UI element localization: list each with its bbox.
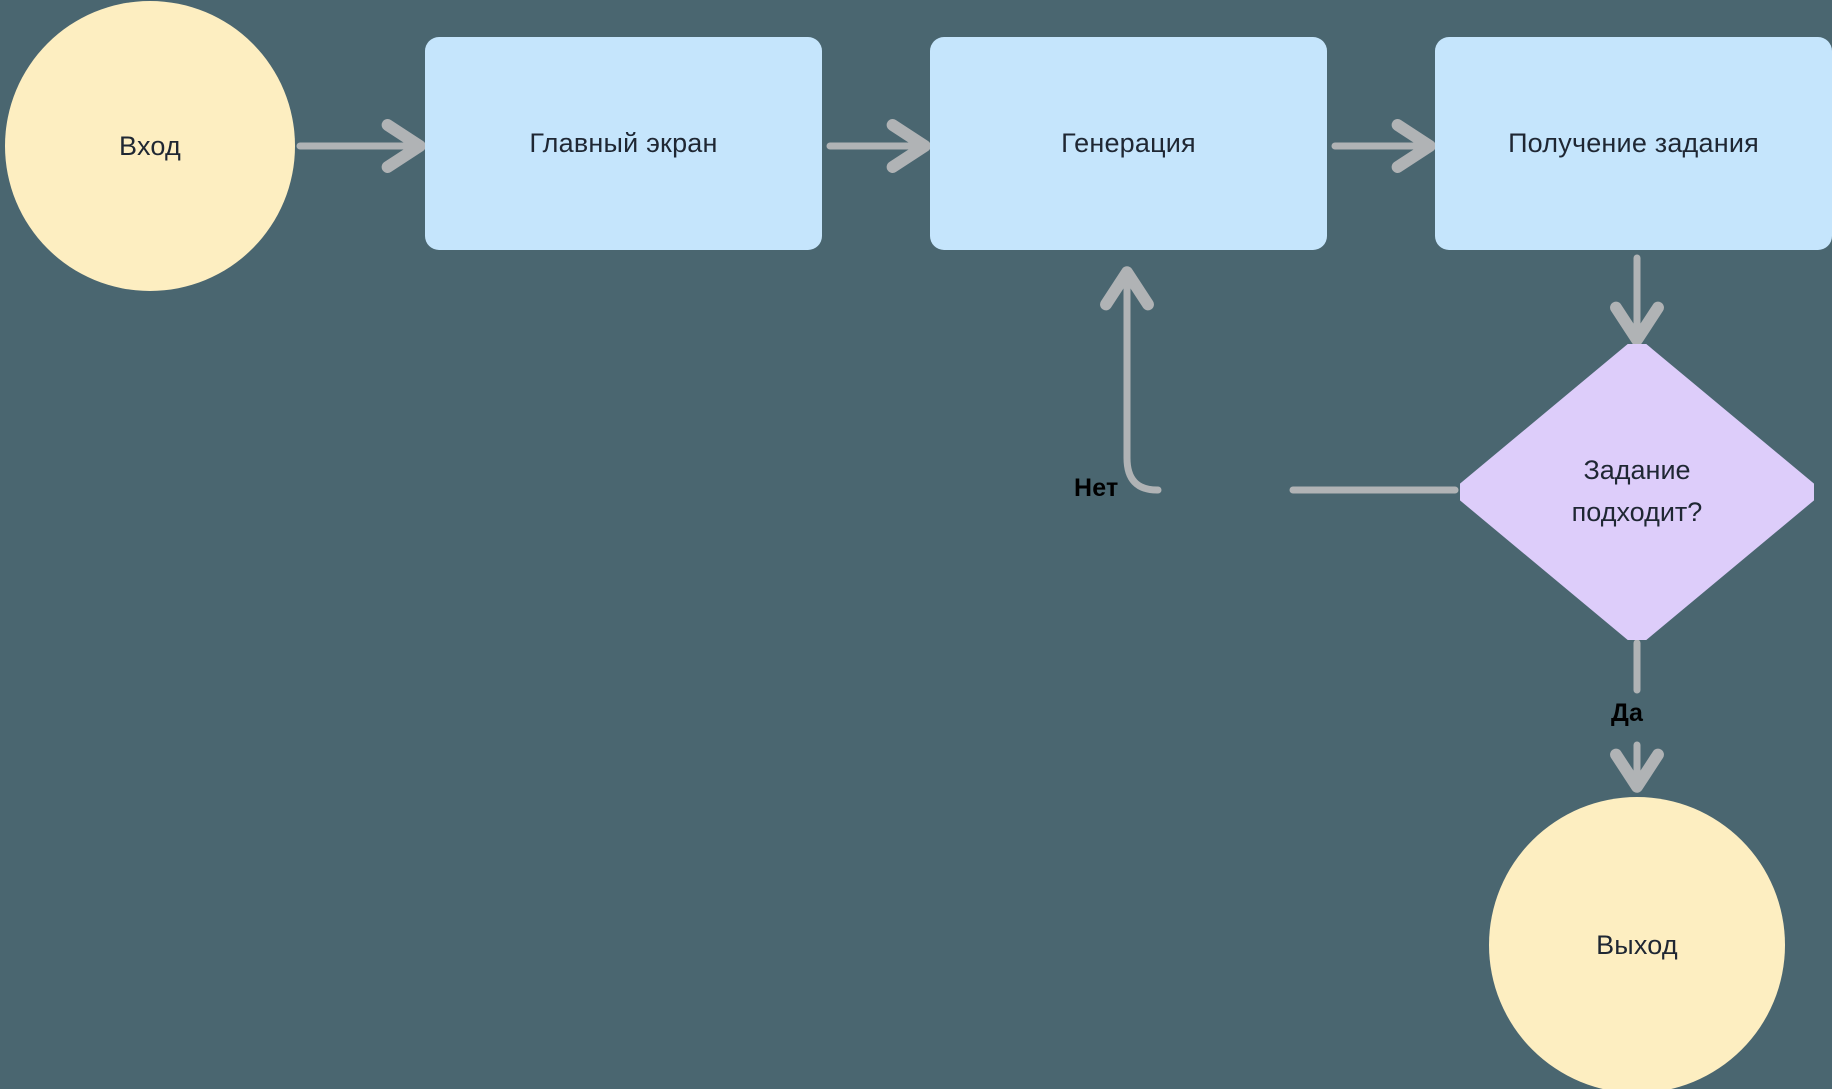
- node-generation-label: Генерация: [1061, 128, 1196, 159]
- node-task-fits-label: Задание подходит?: [1460, 344, 1814, 640]
- edge-label-no-text: Нет: [1074, 474, 1119, 502]
- edge-label-yes: Да: [1611, 699, 1643, 728]
- node-start[interactable]: Вход: [5, 1, 295, 291]
- node-end[interactable]: Выход: [1489, 797, 1785, 1089]
- edge-decision-no-to-generation: [1127, 275, 1459, 494]
- node-task-fits[interactable]: Задание подходит?: [1460, 344, 1814, 640]
- node-end-label: Выход: [1596, 929, 1678, 960]
- node-main-screen[interactable]: Главный экран: [425, 37, 822, 250]
- node-generation[interactable]: Генерация: [930, 37, 1327, 250]
- node-get-task-label: Получение задания: [1508, 128, 1759, 159]
- node-main-screen-label: Главный экран: [529, 128, 718, 159]
- edge-label-no: Нет: [1074, 474, 1118, 503]
- node-get-task[interactable]: Получение задания: [1435, 37, 1832, 250]
- edge-label-yes-text: Да: [1611, 699, 1644, 727]
- node-start-label: Вход: [119, 130, 181, 161]
- node-task-fits-label-text: Задание подходит?: [1571, 455, 1703, 527]
- diamond-shape: [1460, 344, 1814, 640]
